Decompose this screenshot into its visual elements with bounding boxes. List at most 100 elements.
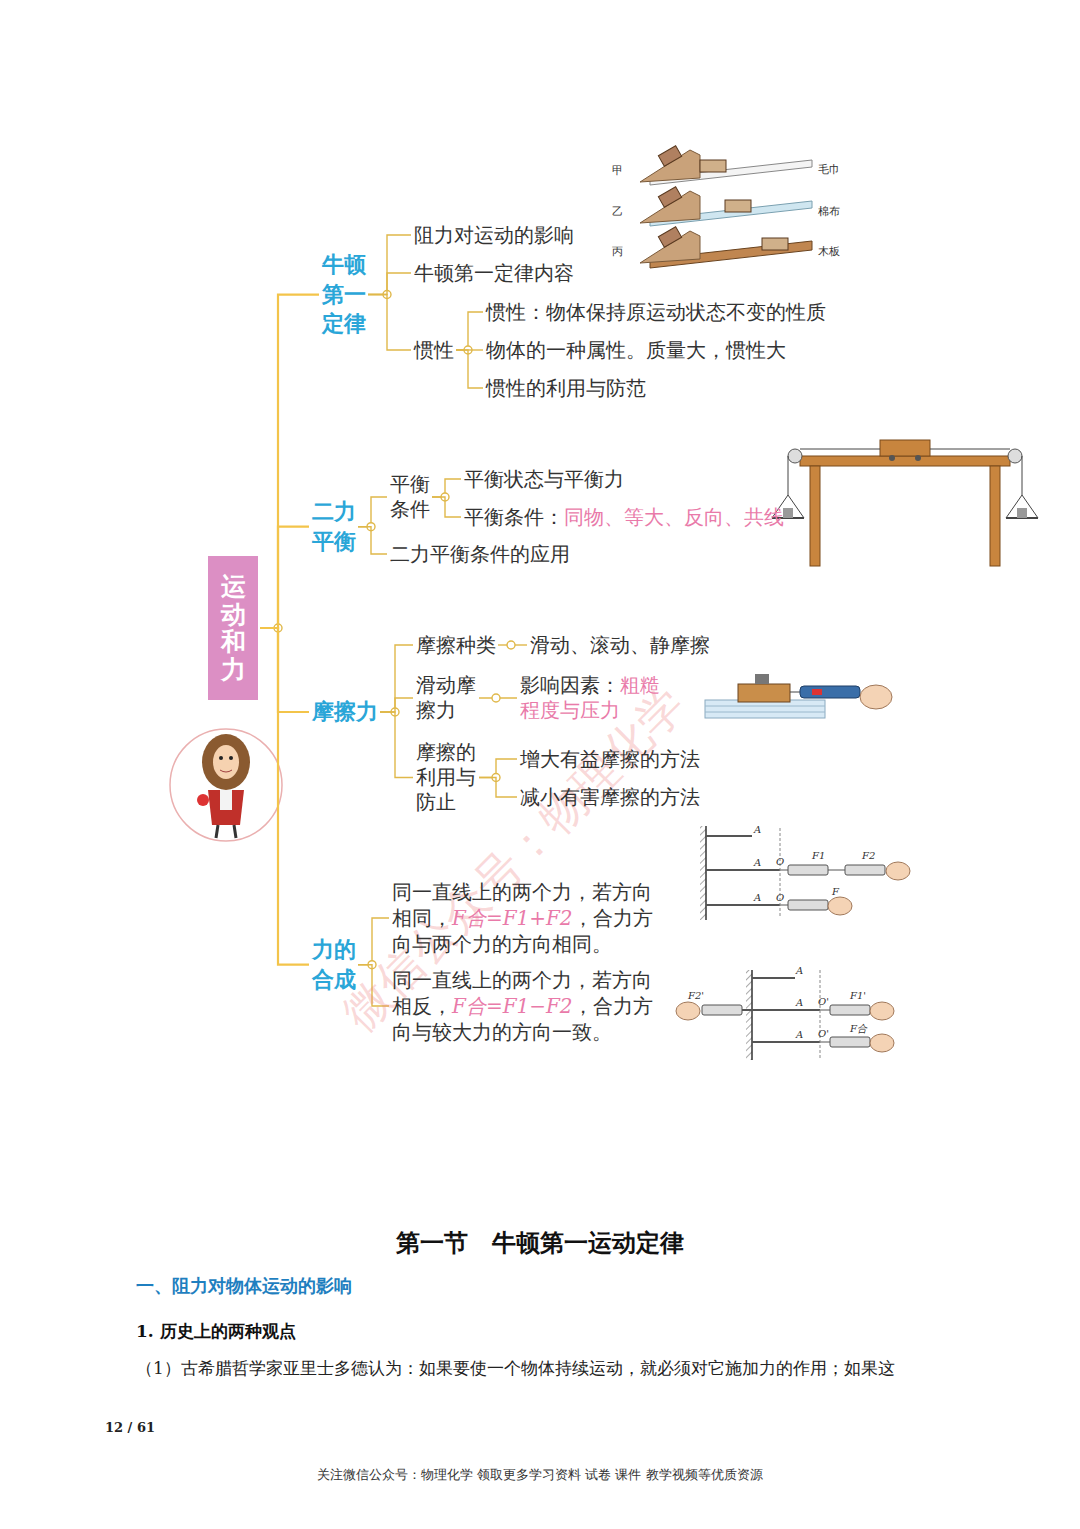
page-text: （1）古希腊哲学家亚里士多德认为：如果要使一个物体持续运动，就必须对它施加力的作… — [136, 1358, 895, 1378]
force-label: F2 — [862, 850, 875, 861]
label-box: A — [754, 857, 761, 868]
node-text: 滑动、滚动、静摩擦 — [530, 633, 710, 657]
surface-label: 毛巾 — [818, 163, 840, 176]
label-box: F2' — [688, 990, 704, 1001]
label-box: F1 — [812, 850, 825, 861]
balance-table — [772, 440, 1038, 566]
node-text: 摩擦种类 — [416, 633, 496, 657]
topic-item: 平衡条件：同物、等大、反向、共线 — [464, 504, 784, 530]
tree-connector — [456, 350, 483, 388]
label-box: O — [776, 856, 784, 867]
label-box: 丙 — [612, 244, 623, 259]
label-box: 乙 — [612, 204, 623, 219]
node-text: 同物、等大、反向、共线 — [564, 505, 784, 529]
tree-connector — [260, 628, 309, 965]
page-text: 第一节 牛顿第一运动定律 — [396, 1228, 684, 1257]
node-text: 惯性 — [414, 338, 454, 362]
junction-dot — [507, 641, 515, 649]
topic-item: 牛顿第一定律内容 — [414, 260, 574, 286]
topic-item: 阻力对运动的影响 — [414, 222, 574, 248]
label-box: A — [796, 965, 803, 976]
label-box: F — [832, 886, 839, 897]
force-label: O — [776, 856, 784, 867]
label-box: 木板 — [818, 244, 840, 259]
force-label: O' — [818, 996, 829, 1007]
node-text: 阻力对运动的影响 — [414, 223, 574, 247]
topic-item: 惯性的利用与防范 — [486, 375, 646, 401]
topic-item: 摩擦种类 — [416, 632, 496, 658]
node-text: 惯性的利用与防范 — [486, 376, 646, 400]
figure-label: 甲 — [612, 164, 623, 177]
node-text: 力的合成 — [312, 935, 356, 994]
force-label: A — [796, 1029, 803, 1040]
topic-item: 惯性：物体保持原运动状态不变的性质 — [486, 299, 826, 325]
node-text: 二力平衡条件的应用 — [390, 542, 570, 566]
force-label: F2' — [688, 990, 704, 1001]
page-text: 12 / 61 — [105, 1420, 155, 1435]
label-box: 毛巾 — [818, 162, 840, 177]
label-box: F合 — [850, 1022, 867, 1036]
topic-item: 平衡状态与平衡力 — [464, 466, 624, 492]
branch-topic: 摩擦力 — [312, 697, 378, 727]
topic-item: 滑动摩擦力 — [416, 673, 477, 723]
topic-item: 惯性 — [414, 337, 454, 363]
label-box: A — [796, 997, 803, 1008]
force-label: O' — [818, 1028, 829, 1039]
node-text: 运动和力 — [221, 573, 246, 683]
branch-topic: 二力平衡 — [312, 497, 356, 556]
tree-connector — [432, 497, 461, 517]
tree-connector — [260, 628, 309, 712]
force-label: F1' — [850, 990, 866, 1001]
label-box: 第一节 牛顿第一运动定律 — [396, 1227, 684, 1259]
node-text: F合=F1+F2 — [452, 906, 573, 930]
node-text: 减小有害摩擦的方法 — [520, 785, 700, 809]
node-text: 滑动摩擦力 — [416, 673, 476, 722]
label-box: A — [754, 892, 761, 903]
figure-label: 丙 — [612, 245, 623, 258]
tree-connector — [368, 295, 411, 350]
spring-scale-opposite — [676, 970, 894, 1060]
spring-scale-same — [700, 826, 910, 920]
force-label: A — [754, 892, 761, 903]
label-box: 甲 — [612, 163, 623, 178]
branch-topic: 牛顿第一定律 — [322, 250, 366, 339]
topic-item: 平衡条件 — [390, 472, 430, 522]
node-text: 平衡条件： — [464, 505, 564, 529]
branch-topic: 力的合成 — [312, 935, 356, 994]
force-label: F1 — [812, 850, 825, 861]
force-label: A — [796, 965, 803, 976]
newton-avatar — [170, 729, 282, 841]
force-label: A — [754, 857, 761, 868]
force-label: O — [776, 892, 784, 903]
label-box: O' — [818, 996, 829, 1007]
topic-item: 二力平衡条件的应用 — [390, 541, 570, 567]
tree-connector — [260, 295, 319, 628]
ramp-experiment — [640, 146, 812, 268]
surface-label: 棉布 — [818, 205, 840, 218]
label-box: 12 / 61 — [105, 1420, 155, 1435]
force-label: F — [832, 886, 839, 897]
node-text: 平衡状态与平衡力 — [464, 467, 624, 491]
node-text: 牛顿第一定律内容 — [414, 261, 574, 285]
tree-connector — [380, 712, 413, 778]
label-box: 关注微信公众号：物理化学 领取更多学习资料 试卷 课件 教学视频等优质资源 — [317, 1466, 763, 1484]
node-text: 影响因素： — [520, 673, 620, 697]
node-text: 摩擦的利用与防止 — [416, 740, 476, 814]
force-label: F合 — [850, 1023, 867, 1034]
tree-connector — [380, 698, 413, 712]
node-text: 平衡条件 — [390, 472, 430, 522]
page-text: 一、阻力对物体运动的影响 — [136, 1275, 352, 1296]
node-text: F合=F1−F2 — [452, 994, 573, 1018]
figure-label: 乙 — [612, 205, 623, 218]
tree-connector — [380, 645, 413, 712]
topic-item: 滑动、滚动、静摩擦 — [530, 632, 710, 658]
root-topic: 运动和力 — [208, 556, 258, 700]
tree-connector — [456, 312, 483, 350]
tree-connector — [260, 527, 309, 628]
force-label: A — [754, 824, 761, 835]
topic-item: 物体的一种属性。质量大，惯性大 — [486, 337, 786, 363]
label-box: （1）古希腊哲学家亚里士多德认为：如果要使一个物体持续运动，就必须对它施加力的作… — [136, 1357, 895, 1380]
tree-connector — [368, 235, 411, 295]
rule-text: 同一直线上的两个力，若方向相同，F合=F1+F2，合力方向与两个力的方向相同。 — [392, 879, 657, 957]
label-box: A — [796, 1029, 803, 1040]
